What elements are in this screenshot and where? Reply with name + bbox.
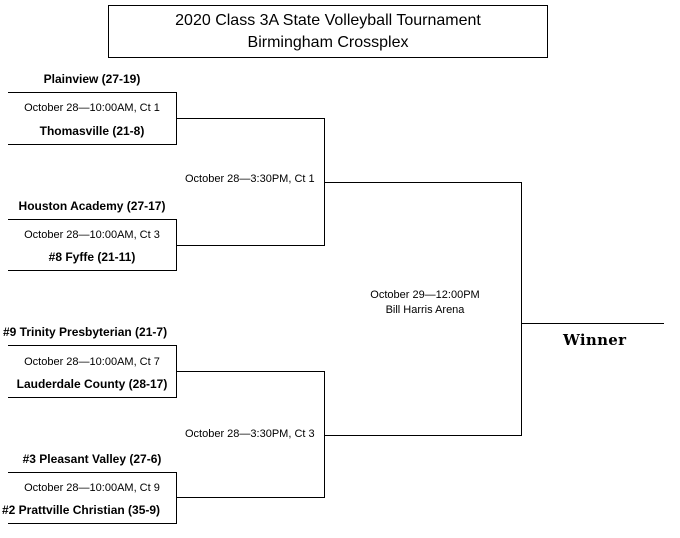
bracket-line-team6: [8, 397, 176, 398]
tournament-title-box: 2020 Class 3A State Volleyball Tournamen…: [108, 5, 548, 58]
bracket-line-team3: [8, 219, 176, 220]
bracket-line-winner: [521, 323, 664, 324]
game4-time: October 28—10:00AM, Ct 9: [24, 482, 160, 494]
bracket-connector-semi2: [324, 371, 325, 498]
game1-time: October 28—10:00AM, Ct 1: [24, 102, 160, 114]
bracket-line-game4-out: [176, 497, 324, 498]
final-time: October 29—12:00PM: [370, 289, 480, 301]
team-thomasville: Thomasville (21-8): [39, 124, 145, 138]
bracket-line-team8: [8, 523, 176, 524]
semifinal1-time: October 28—3:30PM, Ct 1: [185, 173, 315, 185]
bracket-line-team5: [8, 345, 176, 346]
semifinal2-time: October 28—3:30PM, Ct 3: [185, 428, 315, 440]
bracket-line-team2: [8, 144, 176, 145]
bracket-line-semi1-out: [324, 182, 521, 183]
bracket-line-game3-out: [176, 371, 324, 372]
bracket-line-game1-out: [176, 118, 324, 119]
bracket-connector-game4: [176, 472, 177, 524]
team-trinity-presbyterian: #9 Trinity Presbyterian (21-7): [3, 325, 168, 339]
bracket-line-team1: [8, 92, 176, 93]
tournament-title: 2020 Class 3A State Volleyball Tournamen…: [175, 12, 481, 29]
team-fyffe: #8 Fyffe (21-11): [48, 250, 136, 264]
tournament-venue: Birmingham Crossplex: [247, 34, 409, 51]
team-houston-academy: Houston Academy (27-17): [18, 199, 166, 213]
game2-time: October 28—10:00AM, Ct 3: [24, 229, 160, 241]
bracket-line-team7: [8, 472, 176, 473]
winner-label: Winner: [563, 331, 627, 349]
bracket-line-semi2-out: [324, 435, 521, 436]
game3-time: October 28—10:00AM, Ct 7: [24, 356, 160, 368]
bracket-line-game2-out: [176, 245, 324, 246]
team-lauderdale-county: Lauderdale County (28-17): [16, 377, 168, 391]
team-prattville-christian: #2 Prattville Christian (35-9): [2, 503, 161, 517]
bracket-connector-final: [521, 182, 522, 436]
team-plainview: Plainview (27-19): [43, 72, 141, 86]
bracket-line-team4: [8, 270, 176, 271]
final-venue: Bill Harris Arena: [385, 304, 465, 316]
team-pleasant-valley: #3 Pleasant Valley (27-6): [22, 452, 162, 466]
